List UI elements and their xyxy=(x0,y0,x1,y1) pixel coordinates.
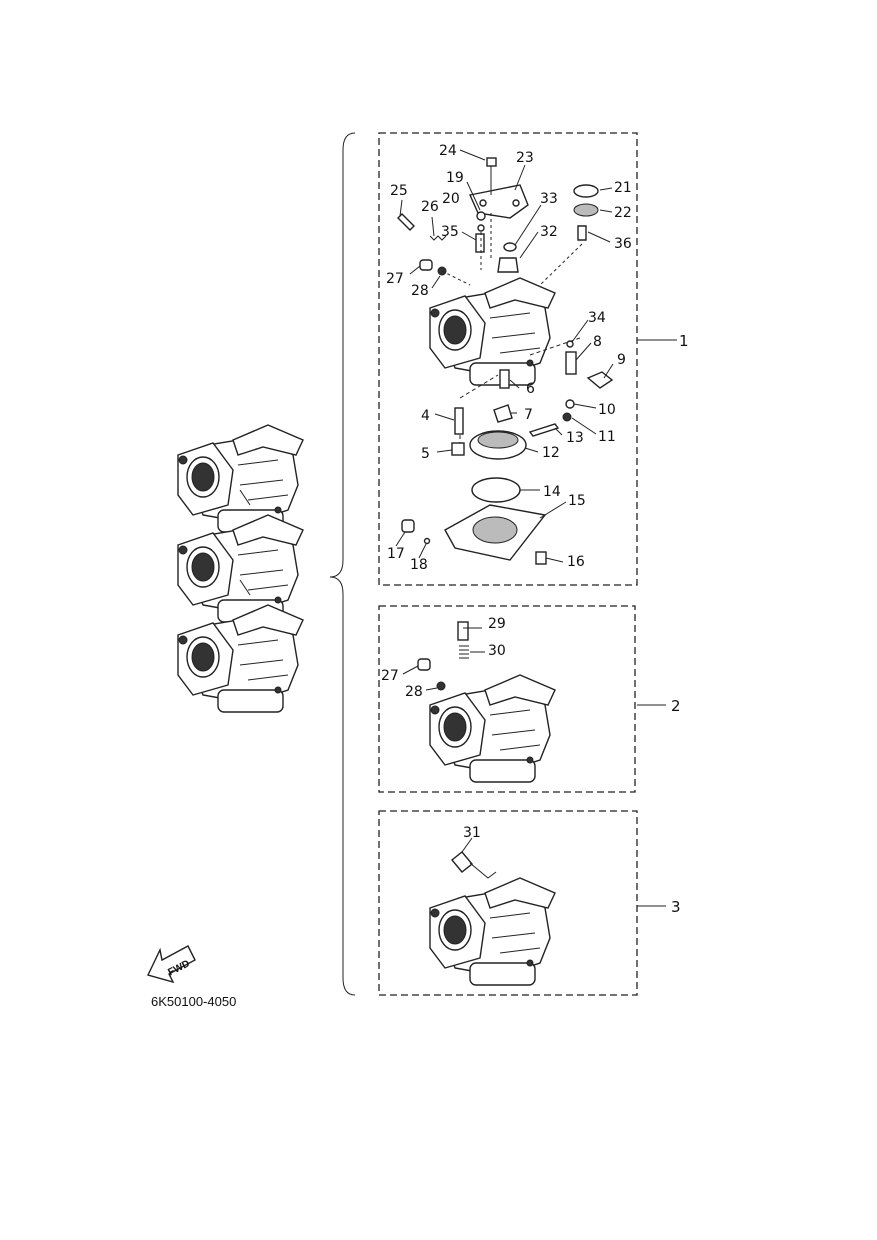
callout-20: 20 xyxy=(442,191,460,207)
callout-28b: 28 xyxy=(405,684,423,700)
callout-16: 16 xyxy=(567,554,585,570)
callout-33: 33 xyxy=(540,191,558,207)
callout-5: 5 xyxy=(421,446,430,462)
callout-30: 30 xyxy=(488,643,506,659)
callout-36: 36 xyxy=(614,236,632,252)
callout-25: 25 xyxy=(390,183,408,199)
callout-8: 8 xyxy=(593,334,602,350)
assembly-1-parts xyxy=(397,157,614,565)
callout-13: 13 xyxy=(566,430,584,446)
callout-labels: 24 23 21 22 19 20 33 25 26 35 32 36 27 2… xyxy=(381,143,632,841)
callout-32: 32 xyxy=(540,224,558,240)
carburetor-stack-illustration xyxy=(177,424,304,713)
callout-19: 19 xyxy=(446,170,464,186)
assembly-2-box xyxy=(378,605,636,793)
callout-21: 21 xyxy=(614,180,632,196)
callout-22: 22 xyxy=(614,205,632,221)
callout-29: 29 xyxy=(488,616,506,632)
callout-11: 11 xyxy=(598,429,616,445)
fwd-arrow-icon: FWD xyxy=(147,945,196,984)
group-brace xyxy=(329,132,356,996)
assembly-ref-1: 1 xyxy=(679,332,689,350)
callout-14: 14 xyxy=(543,484,561,500)
assembly-3-parts xyxy=(429,837,666,986)
callout-12: 12 xyxy=(542,445,560,461)
callout-10: 10 xyxy=(598,402,616,418)
callout-23: 23 xyxy=(516,150,534,166)
callout-35: 35 xyxy=(441,224,459,240)
callout-4: 4 xyxy=(421,408,430,424)
callout-24: 24 xyxy=(439,143,457,159)
callout-17: 17 xyxy=(387,546,405,562)
callout-27: 27 xyxy=(386,271,404,287)
assembly-1-box xyxy=(378,132,638,586)
callout-31: 31 xyxy=(463,825,481,841)
assembly-2-parts xyxy=(402,621,666,783)
assembly-1-leaders xyxy=(395,149,677,563)
drawing-code: 6K50100-4050 xyxy=(151,994,236,1009)
callout-27b: 27 xyxy=(381,668,399,684)
callout-34: 34 xyxy=(588,310,606,326)
callout-26: 26 xyxy=(421,199,439,215)
callout-18: 18 xyxy=(410,557,428,573)
callout-6: 6 xyxy=(526,381,535,397)
callout-15: 15 xyxy=(568,493,586,509)
assembly-3-box xyxy=(378,810,638,996)
callout-9: 9 xyxy=(617,352,626,368)
assembly-ref-3: 3 xyxy=(671,898,681,916)
callout-28: 28 xyxy=(411,283,429,299)
callout-7: 7 xyxy=(524,407,533,423)
assembly-ref-2: 2 xyxy=(671,697,681,715)
